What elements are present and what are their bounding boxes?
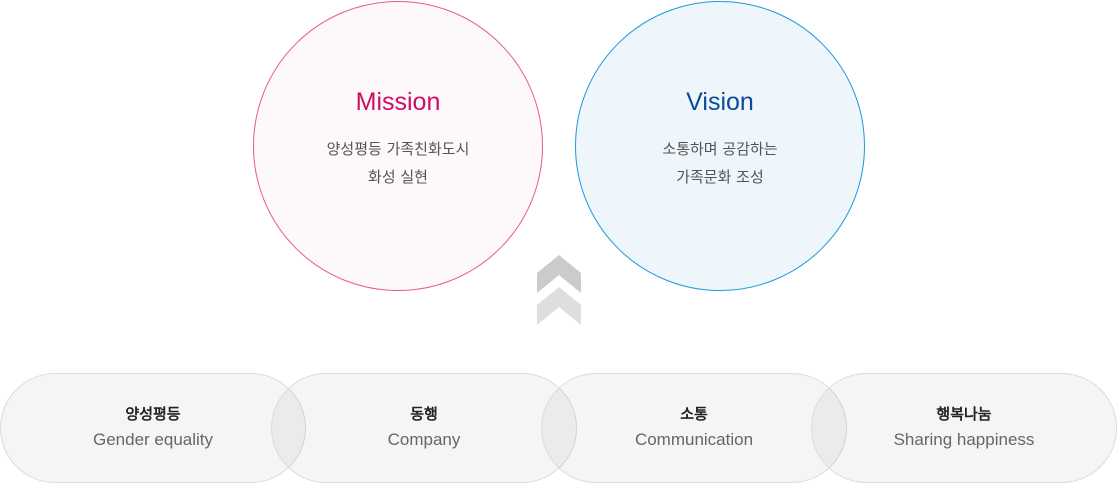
- vision-circle: Vision 소통하며 공감하는 가족문화 조성: [575, 1, 865, 291]
- value-en: Gender equality: [92, 430, 214, 449]
- mission-line: 화성 실현: [368, 168, 428, 186]
- value-ko: 행복나눔: [936, 405, 992, 423]
- double-chevron-up-icon: [537, 255, 581, 325]
- value-ko: 소통: [680, 405, 708, 423]
- mission-description: 양성평등 가족친화도시 화성 실현: [254, 135, 542, 191]
- mission-title: Mission: [355, 88, 441, 116]
- value-pill-gender-equality: 양성평등 Gender equality: [0, 373, 306, 483]
- value-pill-communication: 소통 Communication: [541, 373, 847, 483]
- value-en: Company: [387, 430, 461, 449]
- value-ko: 양성평등: [125, 405, 181, 423]
- value-pill-sharing-happiness: 행복나눔 Sharing happiness: [811, 373, 1117, 483]
- value-en: Communication: [634, 430, 754, 449]
- value-pill-company: 동행 Company: [271, 373, 577, 483]
- value-ko: 동행: [410, 405, 438, 423]
- vision-title: Vision: [686, 88, 754, 116]
- vision-line: 소통하며 공감하는: [662, 140, 778, 158]
- mission-line: 양성평등 가족친화도시: [326, 140, 470, 158]
- vision-description: 소통하며 공감하는 가족문화 조성: [576, 135, 864, 191]
- mission-circle: Mission 양성평등 가족친화도시 화성 실현: [253, 1, 543, 291]
- vision-line: 가족문화 조성: [676, 168, 764, 186]
- value-en: Sharing happiness: [893, 430, 1035, 449]
